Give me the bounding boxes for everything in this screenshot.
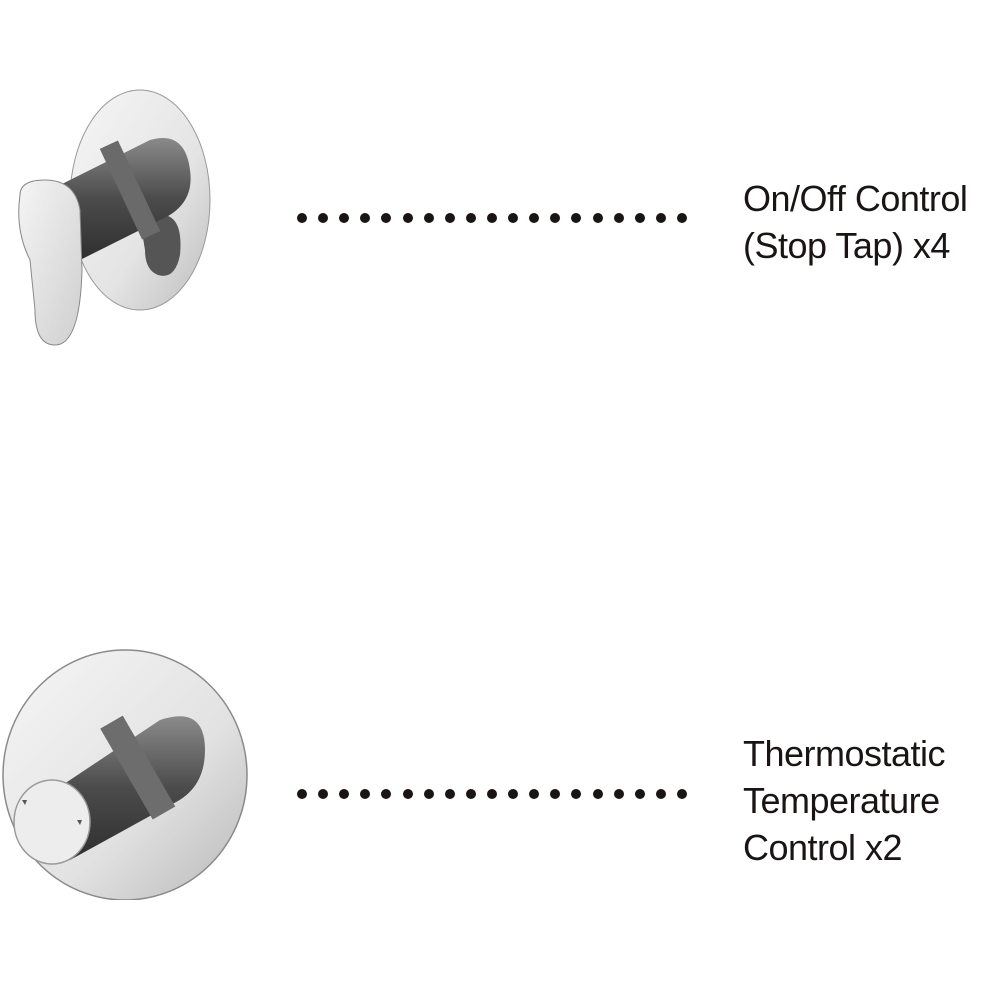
- on-off-control-label: On/Off Control (Stop Tap) x4: [743, 175, 968, 269]
- leader-dot: [634, 789, 645, 799]
- leader-dot: [508, 789, 519, 799]
- leader-dot: [676, 213, 687, 223]
- leader-dot: [423, 789, 434, 799]
- leader-dot: [613, 789, 624, 799]
- leader-dot: [592, 213, 603, 223]
- leader-dot: [318, 789, 329, 799]
- leader-dot: [339, 213, 350, 223]
- leader-dot: [444, 789, 455, 799]
- thermostatic-control-label: Thermostatic Temperature Control x2: [743, 730, 946, 871]
- leader-dot: [402, 213, 413, 223]
- leader-dot: [360, 789, 371, 799]
- leader-dot: [465, 213, 476, 223]
- label-line: Control x2: [743, 827, 903, 868]
- leader-dot: [486, 213, 497, 223]
- leader-dot: [529, 789, 540, 799]
- leader-dot: [339, 789, 350, 799]
- leader-dot: [613, 213, 624, 223]
- leader-dot: [465, 789, 476, 799]
- leader-dot: [550, 213, 561, 223]
- leader-dot: [423, 213, 434, 223]
- leader-dot: [550, 789, 561, 799]
- label-line: Thermostatic: [743, 733, 946, 774]
- label-line: On/Off Control: [743, 178, 968, 219]
- leader-dots-on-off: [297, 213, 687, 225]
- leader-dot: [676, 789, 687, 799]
- leader-dot: [571, 789, 582, 799]
- leader-dot: [634, 213, 645, 223]
- thermostatic-valve-image: [2, 649, 248, 900]
- leader-dot: [297, 789, 307, 799]
- leader-dot: [381, 213, 392, 223]
- leader-dot: [360, 213, 371, 223]
- leader-dot: [655, 789, 666, 799]
- leader-dot: [529, 213, 540, 223]
- leader-dot: [486, 789, 497, 799]
- leader-dot: [444, 213, 455, 223]
- leader-dot: [381, 789, 392, 799]
- label-line: (Stop Tap) x4: [743, 225, 950, 266]
- label-line: Temperature: [743, 780, 940, 821]
- leader-dots-thermostatic: [297, 789, 687, 801]
- on-off-valve-image: [18, 89, 211, 346]
- leader-dot: [297, 213, 307, 223]
- leader-dot: [592, 789, 603, 799]
- leader-dot: [655, 213, 666, 223]
- leader-dot: [402, 789, 413, 799]
- leader-dot: [571, 213, 582, 223]
- leader-dot: [508, 213, 519, 223]
- leader-dot: [318, 213, 329, 223]
